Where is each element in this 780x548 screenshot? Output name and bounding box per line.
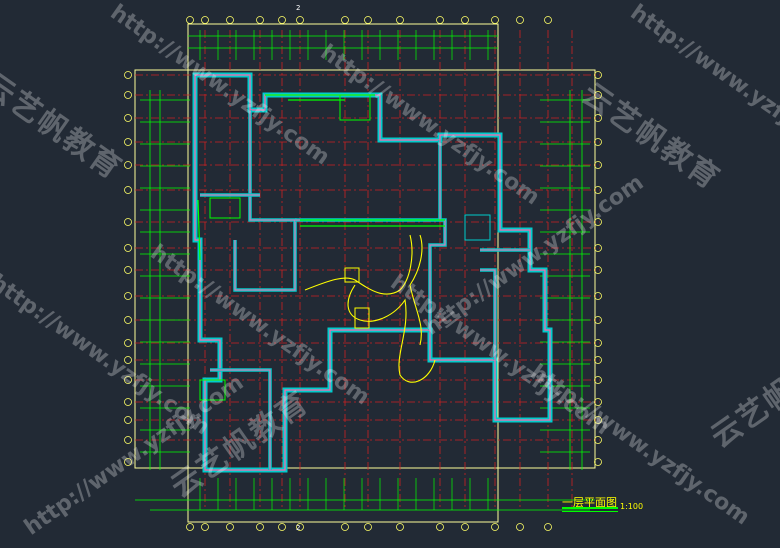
grid-bubble-left: [124, 244, 132, 252]
grid-bubble-right: [594, 339, 602, 347]
fixture-block: [339, 94, 371, 121]
grid-bubble-right: [594, 316, 602, 324]
interior-wall-line: [480, 269, 496, 360]
section-mark: 2: [296, 524, 300, 532]
grid-bubble-bottom: [296, 523, 304, 531]
inner-frame: [187, 23, 499, 523]
grid-bubble-top: [256, 16, 264, 24]
garden-path: [304, 234, 413, 295]
grid-bubble-bottom: [396, 523, 404, 531]
grid-bubble-left: [124, 114, 132, 122]
grid-bubble-right: [594, 218, 602, 226]
grid-bubble-bottom: [461, 523, 469, 531]
grid-bubble-left: [124, 376, 132, 384]
grid-bubble-top: [201, 16, 209, 24]
grid-bubble-top: [186, 16, 194, 24]
grid-bubble-top: [278, 16, 286, 24]
grid-bubble-left: [124, 416, 132, 424]
grid-bubble-bottom: [186, 523, 194, 531]
grid-bubble-right: [594, 244, 602, 252]
grid-bubble-top: [341, 16, 349, 24]
grid-bubble-right: [594, 138, 602, 146]
grid-bubble-left: [124, 138, 132, 146]
garden-stair: [354, 307, 370, 329]
grid-bubble-right: [594, 356, 602, 364]
bath-fixture: [464, 214, 491, 241]
drawing-title: 一层平面图: [562, 496, 617, 509]
grid-bubble-bottom: [491, 523, 499, 531]
section-mark: 2: [296, 4, 300, 12]
grid-bubble-left: [124, 436, 132, 444]
garden-path: [347, 284, 436, 383]
grid-bubble-left: [124, 91, 132, 99]
grid-bubble-right: [594, 186, 602, 194]
grid-bubble-left: [124, 161, 132, 169]
grid-bubble-right: [594, 458, 602, 466]
grid-bubble-right: [594, 114, 602, 122]
grid-bubble-left: [124, 186, 132, 194]
garden-path: [409, 234, 423, 346]
grid-bubble-top: [436, 16, 444, 24]
grid-bubble-top: [516, 16, 524, 24]
grid-bubble-top: [226, 16, 234, 24]
grid-bubble-left: [124, 316, 132, 324]
grid-bubble-top: [544, 16, 552, 24]
grid-bubble-bottom: [201, 523, 209, 531]
window-line: [197, 199, 201, 261]
grid-bubble-right: [594, 376, 602, 384]
grid-bubble-bottom: [256, 523, 264, 531]
interior-wall-line: [210, 369, 271, 470]
grid-bubble-right: [594, 398, 602, 406]
grid-bubble-bottom: [364, 523, 372, 531]
grid-bubble-left: [124, 339, 132, 347]
grid-bubble-right: [594, 416, 602, 424]
stair-block: [209, 197, 241, 219]
grid-bubble-bottom: [341, 523, 349, 531]
grid-bubble-top: [491, 16, 499, 24]
grid-bubble-left: [124, 71, 132, 79]
grid-bubble-right: [594, 71, 602, 79]
outer-frame: [134, 69, 596, 469]
grid-bubble-left: [124, 398, 132, 406]
title-underline: [562, 507, 618, 509]
grid-bubble-left: [124, 356, 132, 364]
grid-bubble-bottom: [544, 523, 552, 531]
fixture-block: [199, 379, 226, 401]
interior-wall-line: [234, 110, 296, 291]
grid-bubble-right: [594, 91, 602, 99]
grid-bubble-top: [396, 16, 404, 24]
title-underline-thin: [562, 511, 618, 512]
grid-bubble-top: [461, 16, 469, 24]
grid-bubble-bottom: [516, 523, 524, 531]
grid-bubble-left: [124, 292, 132, 300]
grid-bubble-left: [124, 218, 132, 226]
garden-stair: [344, 267, 360, 283]
grid-bubble-right: [594, 436, 602, 444]
grid-bubble-top: [296, 16, 304, 24]
grid-bubble-bottom: [436, 523, 444, 531]
grid-bubble-bottom: [226, 523, 234, 531]
drawing-scale: 1:100: [620, 502, 644, 511]
grid-bubble-right: [594, 292, 602, 300]
grid-bubble-top: [364, 16, 372, 24]
grid-bubble-left: [124, 458, 132, 466]
grid-bubble-left: [124, 266, 132, 274]
grid-bubble-right: [594, 161, 602, 169]
grid-bubble-bottom: [278, 523, 286, 531]
grid-bubble-right: [594, 266, 602, 274]
